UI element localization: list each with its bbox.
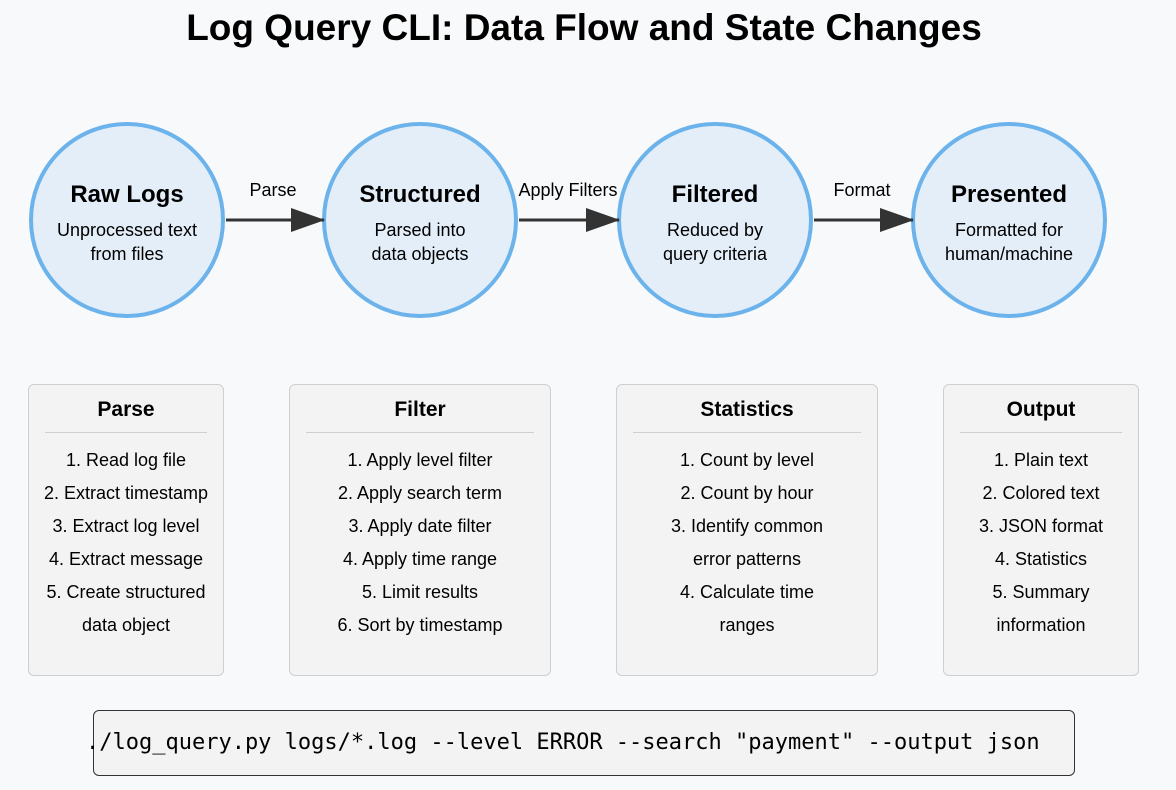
panel-step: 3. JSON format [978,516,1104,536]
panel-step: 5. Limit results [361,582,479,602]
panel-filter: Filter 1. Apply level filter 2. Apply se… [289,384,551,676]
panel-step: 4. Statistics [994,549,1088,569]
panel-step: 3. Extract log level [52,516,200,536]
panel-divider [633,432,861,433]
panel-step-list: 1. Plain text 2. Colored text 3. JSON fo… [944,444,1138,642]
panel-step: 2. Count by hour [680,483,814,503]
state-title: Raw Logs [70,181,184,208]
panel-step: error patterns [692,549,802,569]
state-title: Structured [359,181,481,208]
panel-step: information [996,615,1086,635]
diagram-title: Log Query CLI: Data Flow and State Chang… [186,7,982,48]
state-description: Parsed into data objects [322,218,518,266]
panel-step: 2. Colored text [982,483,1100,503]
state-label-structured: Structured Parsed into data objects [322,180,518,266]
panel-title: Output [1006,398,1076,421]
panel-title: Parse [97,398,155,421]
panel-step: 1. Count by level [679,450,815,470]
panel-step-list: 1. Apply level filter 2. Apply search te… [290,444,550,642]
panel-step-list: 1. Count by level 2. Count by hour 3. Id… [617,444,877,642]
flow-diagram [29,122,1107,318]
state-label-raw-logs: Raw Logs Unprocessed text from files [29,180,225,266]
state-description-line: query criteria [662,244,768,264]
command-example-text: ./log_query.py logs/*.log --level ERROR … [86,730,1040,755]
panel-step: 5. Summary [992,582,1090,602]
panel-statistics: Statistics 1. Count by level 2. Count by… [616,384,878,676]
command-example-box: ./log_query.py logs/*.log --level ERROR … [86,710,1075,776]
panel-step: ranges [719,615,775,635]
panel-step: data object [81,615,171,635]
state-label-filtered: Filtered Reduced by query criteria [617,180,813,266]
panel-step: 2. Apply search term [337,483,503,503]
panel-step: 5. Create structured [46,582,206,602]
panel-step: 3. Apply date filter [348,516,492,536]
state-description-line: from files [90,244,164,264]
panel-parse: Parse 1. Read log file 2. Extract timest… [28,384,224,676]
panel-divider [306,432,534,433]
panel-step: 1. Read log file [65,450,187,470]
panel-step: 4. Extract message [48,549,204,569]
state-description-line: Unprocessed text [56,220,198,240]
state-description-line: Reduced by [666,220,764,240]
panel-title: Statistics [700,398,794,421]
panel-step: 2. Extract timestamp [43,483,209,503]
panel-output: Output 1. Plain text 2. Colored text 3. … [943,384,1139,676]
panel-divider [45,432,207,433]
panel-step: 4. Calculate time [679,582,815,602]
panel-step: 4. Apply time range [342,549,498,569]
panel-step: 3. Identify common [670,516,824,536]
state-description-line: human/machine [944,244,1074,264]
state-description-line: Parsed into [374,220,466,240]
panel-step-list: 1. Read log file 2. Extract timestamp 3.… [29,444,223,642]
state-description-line: data objects [371,244,469,264]
transition-label-format: Format [833,180,891,200]
panel-step: 1. Apply level filter [347,450,493,470]
state-description: Reduced by query criteria [617,218,813,266]
state-description: Unprocessed text from files [29,218,225,266]
state-title: Presented [950,181,1068,208]
panel-step: 6. Sort by timestamp [337,615,503,635]
state-description: Formatted for human/machine [911,218,1107,266]
state-title: Filtered [671,181,759,208]
panel-divider [960,432,1122,433]
panel-step: 1. Plain text [993,450,1089,470]
panel-title: Filter [394,398,446,421]
state-label-presented: Presented Formatted for human/machine [911,180,1107,266]
state-node-raw-logs [29,122,225,318]
transition-label-parse: Parse [249,180,297,200]
transition-label-apply-filters: Apply Filters [518,180,618,200]
state-description-line: Formatted for [954,220,1064,240]
